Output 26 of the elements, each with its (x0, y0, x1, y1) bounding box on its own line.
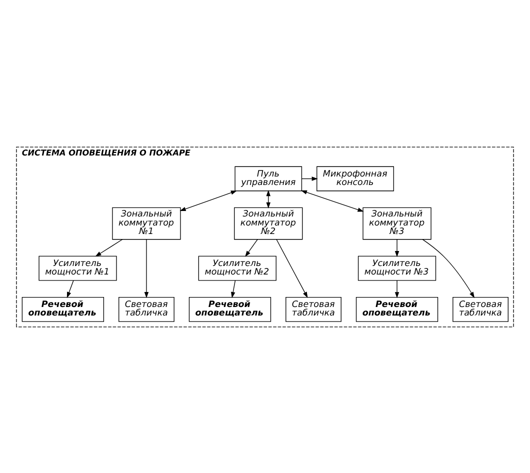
node-box: Пуль управления (234, 166, 302, 191)
arrow (66, 280, 74, 298)
arrow (245, 238, 258, 256)
node-box: Речевой оповещатель (188, 296, 272, 322)
node-box: Речевой оповещатель (356, 296, 438, 322)
arrow (144, 238, 149, 298)
node-box: Световая табличка (118, 296, 174, 322)
node-box: Усилитель мощности №3 (358, 255, 436, 280)
node-box: Световая табличка (286, 296, 342, 322)
node-box: Зональный коммутатор №2 (234, 206, 303, 240)
node-box: Речевой оповещатель (22, 296, 104, 322)
node-box: Световая табличка (452, 296, 508, 322)
arrow (301, 176, 318, 180)
arrow (394, 238, 400, 257)
node-box: Усилитель мощности №2 (198, 255, 276, 280)
arrow (394, 280, 400, 298)
node-box: Зональный коммутатор №1 (112, 206, 181, 240)
arrow (180, 190, 237, 210)
arrow (300, 190, 364, 212)
arrow (95, 238, 123, 256)
arrow (230, 280, 236, 298)
node-box: Микрофонная консоль (316, 166, 394, 191)
arrow (276, 238, 308, 298)
arrow (422, 238, 475, 298)
node-box: Усилитель мощности №1 (38, 255, 117, 280)
node-box: Зональный коммутатор №3 (362, 206, 432, 240)
